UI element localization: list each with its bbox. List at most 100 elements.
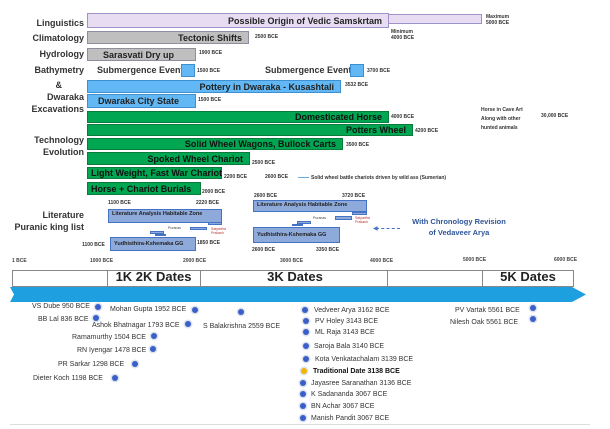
- timeline-arrow: [10, 287, 586, 302]
- scholar-date-label: Nilesh Oak 5561 BCE: [450, 319, 519, 326]
- scholar-date-dot: [301, 368, 307, 374]
- scholar-date-dot: [300, 415, 306, 421]
- scholar-date-dot: [303, 329, 309, 335]
- scholar-date-dot: [302, 307, 308, 313]
- axis-tick: 4000 BCE: [370, 258, 394, 264]
- date-group-strip: [12, 270, 574, 287]
- solid-date: 3500 BCE: [346, 142, 370, 148]
- city-bar: Dwaraka City State: [87, 94, 196, 108]
- scholar-date-label: K Sadananda 3067 BCE: [311, 391, 388, 398]
- burials-date: 2000 BCE: [202, 189, 226, 195]
- potters-date: 4200 BCE: [415, 128, 439, 134]
- scholar-date-label: Ramamurthy 1504 BCE: [72, 334, 146, 341]
- scholar-date-label: Kota Venkatachalam 3139 BCE: [315, 356, 414, 363]
- vedic-extension-bar: [388, 14, 482, 24]
- scholar-date-label: BN Achar 3067 BCE: [311, 403, 375, 410]
- scholar-date-label: Ashok Bhatnagar 1793 BCE: [92, 322, 180, 329]
- scholar-date-label: Dieter Koch 1198 BCE: [33, 375, 103, 382]
- lit-left-start: 1100 BCE: [108, 200, 131, 206]
- solid-wheel-bar: Solid Wheel Wagons, Bullock Carts: [87, 138, 343, 150]
- submergence-date-1: 1500 BCE: [197, 68, 221, 74]
- category-evolution: Evolution: [43, 147, 84, 157]
- burials-bar: Horse + Chariot Burials: [87, 182, 201, 195]
- scholar-date-label: Vedveer Arya 3162 BCE: [314, 307, 390, 314]
- light-chariot-bar: Light Weight, Fast War Chariot: [87, 167, 222, 179]
- axis-tick: 3000 BCE: [280, 258, 304, 264]
- lit-right-yudhisthira: Yudhisthira-Kshemaka GG: [253, 227, 340, 243]
- scholar-date-dot: [132, 361, 138, 367]
- lit-right-satyartha-bar: [352, 212, 367, 215]
- spoked-date: 2500 BCE: [252, 160, 276, 166]
- lit-left-small-bar-2: [155, 234, 166, 236]
- scholar-date-dot: [150, 346, 156, 352]
- category-bathymetry: Bathymetry: [34, 65, 84, 75]
- axis-tick: 6000 BCE: [554, 257, 578, 263]
- sarasvati-date: 1900 BCE: [199, 50, 223, 56]
- spoked-bar: Spoked Wheel Chariot: [87, 152, 250, 165]
- cave-date: 30,000 BCE: [541, 113, 569, 119]
- lit-left-end: 2220 BCE: [196, 200, 220, 206]
- scholar-date-dot: [185, 321, 191, 327]
- lit-right-y-end: 3350 BCE: [316, 247, 340, 253]
- axis-tick: 1000 BCE: [90, 258, 114, 264]
- divider: [107, 270, 108, 287]
- scholar-date-dot: [112, 375, 118, 381]
- scholar-date-label: Manish Pandit 3067 BCE: [311, 415, 390, 422]
- lit-left-y-end: 1850 BCE: [197, 240, 221, 246]
- category-literature: Literature: [42, 210, 84, 220]
- axis-tick: 2000 BCE: [183, 258, 207, 264]
- category-technology: Technology: [34, 135, 84, 145]
- horse-date: 4000 BCE: [391, 114, 415, 120]
- vedic-bar: Possible Origin of Vedic Samskrtam: [87, 13, 389, 28]
- divider: [482, 270, 483, 287]
- scholar-date-label: Saroja Bala 3140 BCE: [314, 343, 385, 350]
- pottery-date: 3532 BCE: [345, 82, 369, 88]
- scholar-date-dot: [530, 305, 536, 311]
- tectonic-date: 2500 BCE: [255, 34, 279, 40]
- sumer-arrow: [298, 177, 309, 178]
- scholar-date-label: PR Sarkar 1298 BCE: [58, 361, 125, 368]
- scholar-date-label: PV Holey 3143 BCE: [315, 318, 379, 325]
- lit-left-y-start: 1100 BCE: [82, 242, 105, 248]
- bottom-rule: [10, 424, 590, 425]
- lit-left-zone: Literature Analysis Habitable Zone: [108, 209, 222, 223]
- vedic-label: Possible Origin of Vedic Samskrtam: [227, 15, 382, 26]
- light-date: 2200 BCE: [224, 174, 248, 180]
- scholar-date-dot: [151, 333, 157, 339]
- lit-right-small-bar-1: [297, 221, 311, 224]
- lit-right-zone: Literature Analysis Habitable Zone: [253, 200, 367, 212]
- lit-right-puranas: Puranas: [313, 216, 327, 220]
- scholar-date-label: VS Dube 950 BCE: [32, 303, 90, 310]
- scholar-date-dot: [300, 391, 306, 397]
- lit-left-yudhisthira: Yudhisthira-Kshemaka GG: [110, 237, 196, 251]
- submergence-box-2: [350, 64, 364, 77]
- category-climatology: Climatology: [32, 33, 84, 43]
- scholar-date-dot: [300, 403, 306, 409]
- axis-tick: 5000 BCE: [463, 257, 487, 263]
- axis-tick: 1 BCE: [12, 258, 27, 264]
- scholar-date-dot: [530, 316, 536, 322]
- potters-bar: Potters Wheel: [87, 124, 413, 136]
- city-date: 1500 BCE: [198, 97, 222, 103]
- scholar-date-dot: [303, 318, 309, 324]
- scholar-date-dot: [95, 304, 101, 310]
- submergence-box-1: [181, 64, 195, 77]
- tectonic-bar: Tectonic Shifts: [87, 31, 249, 44]
- category-puranic: Puranic king list: [14, 222, 84, 232]
- sumer-date: 2600 BCE: [265, 174, 289, 180]
- group-5k: 5K Dates: [500, 269, 556, 284]
- scholar-date-label: ML Raja 3143 BCE: [315, 329, 375, 336]
- sumer-note: Solid wheel battle chariots driven by wi…: [311, 175, 447, 181]
- group-1k2k: 1K 2K Dates: [115, 269, 192, 284]
- lit-right-small-bar-2: [292, 224, 303, 226]
- submergence-label-1: Submergence Event: [97, 65, 184, 75]
- divider: [387, 270, 388, 287]
- category-amp: &: [55, 80, 63, 90]
- scholar-date-label: Mohan Gupta 1952 BCE: [110, 306, 187, 313]
- scholar-date-dot: [93, 315, 99, 321]
